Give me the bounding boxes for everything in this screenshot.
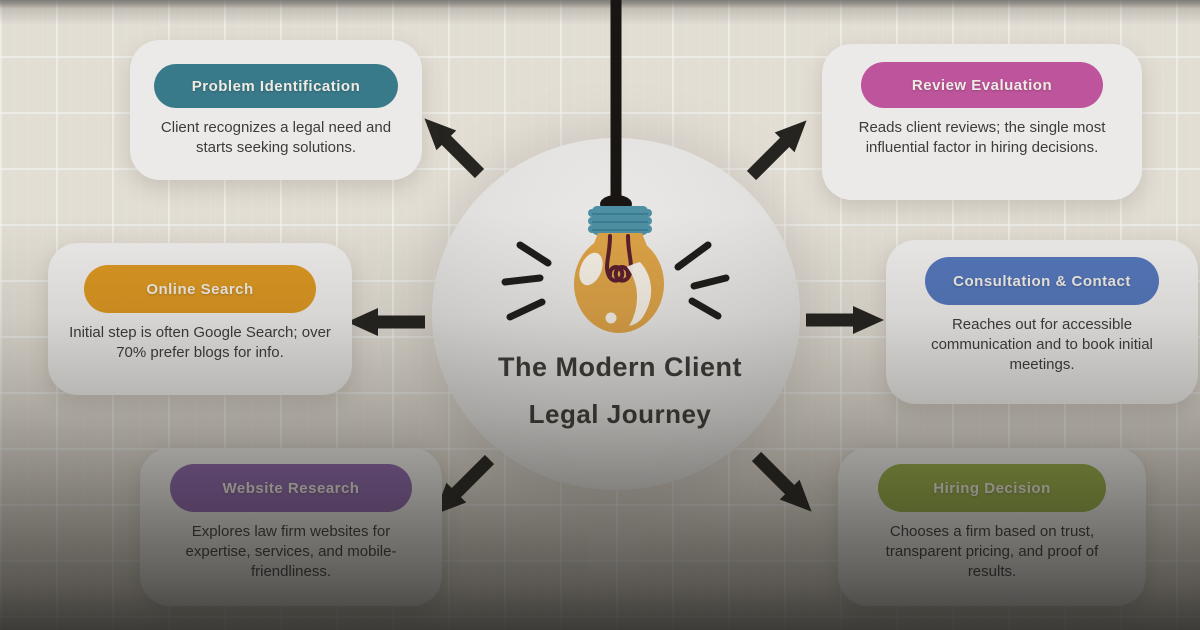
lightbulb-icon bbox=[501, 0, 730, 333]
card-title: Website Research bbox=[222, 479, 360, 497]
pill-website-research: Website Research bbox=[170, 464, 412, 512]
center-title: The Modern Client Legal Journey bbox=[430, 352, 810, 430]
bottom-center-tab bbox=[588, 531, 640, 580]
card-description: Client recognizes a legal need and start… bbox=[160, 119, 392, 156]
card-online-search: Online Search Initial step is often Goog… bbox=[48, 243, 352, 395]
pill-review-evaluation: Review Evaluation bbox=[861, 62, 1103, 108]
pill-consultation-contact: Consultation & Contact bbox=[925, 257, 1159, 305]
card-title: Problem Identification bbox=[191, 77, 361, 95]
card-description: Reads client reviews; the single most in… bbox=[858, 119, 1106, 156]
card-title: Hiring Decision bbox=[933, 479, 1051, 497]
card-review-evaluation: Review Evaluation Reads client reviews; … bbox=[822, 44, 1142, 200]
card-consultation-contact: Consultation & Contact Reaches out for a… bbox=[886, 240, 1198, 404]
card-title: Review Evaluation bbox=[911, 76, 1053, 94]
arrow-down-right-icon bbox=[742, 442, 825, 525]
card-description: Explores law firm websites for expertise… bbox=[185, 523, 397, 580]
pill-online-search: Online Search bbox=[84, 265, 316, 313]
arrow-right-icon bbox=[806, 300, 884, 340]
card-title: Consultation & Contact bbox=[953, 272, 1131, 290]
bulb-cord bbox=[610, 0, 622, 208]
card-hiring-decision: Hiring Decision Chooses a firm based on … bbox=[838, 448, 1146, 606]
card-problem-identification: Problem Identification Client recognizes… bbox=[130, 40, 422, 180]
arrow-up-right-icon bbox=[737, 106, 820, 189]
card-description: Initial step is often Google Search; ove… bbox=[69, 324, 331, 361]
card-description: Reaches out for accessible communication… bbox=[931, 316, 1153, 373]
title-line-2: Legal Journey bbox=[528, 399, 712, 429]
arrow-left-icon bbox=[347, 302, 425, 342]
card-website-research: Website Research Explores law firm websi… bbox=[140, 448, 442, 606]
pill-hiring-decision: Hiring Decision bbox=[878, 464, 1106, 512]
arrow-up-left-icon bbox=[410, 104, 493, 187]
pill-problem-identification: Problem Identification bbox=[154, 64, 398, 108]
title-line-1: The Modern Client bbox=[498, 352, 742, 382]
card-title: Online Search bbox=[146, 280, 254, 298]
card-description: Chooses a firm based on trust, transpare… bbox=[885, 523, 1099, 580]
bulb-cap bbox=[588, 206, 652, 235]
